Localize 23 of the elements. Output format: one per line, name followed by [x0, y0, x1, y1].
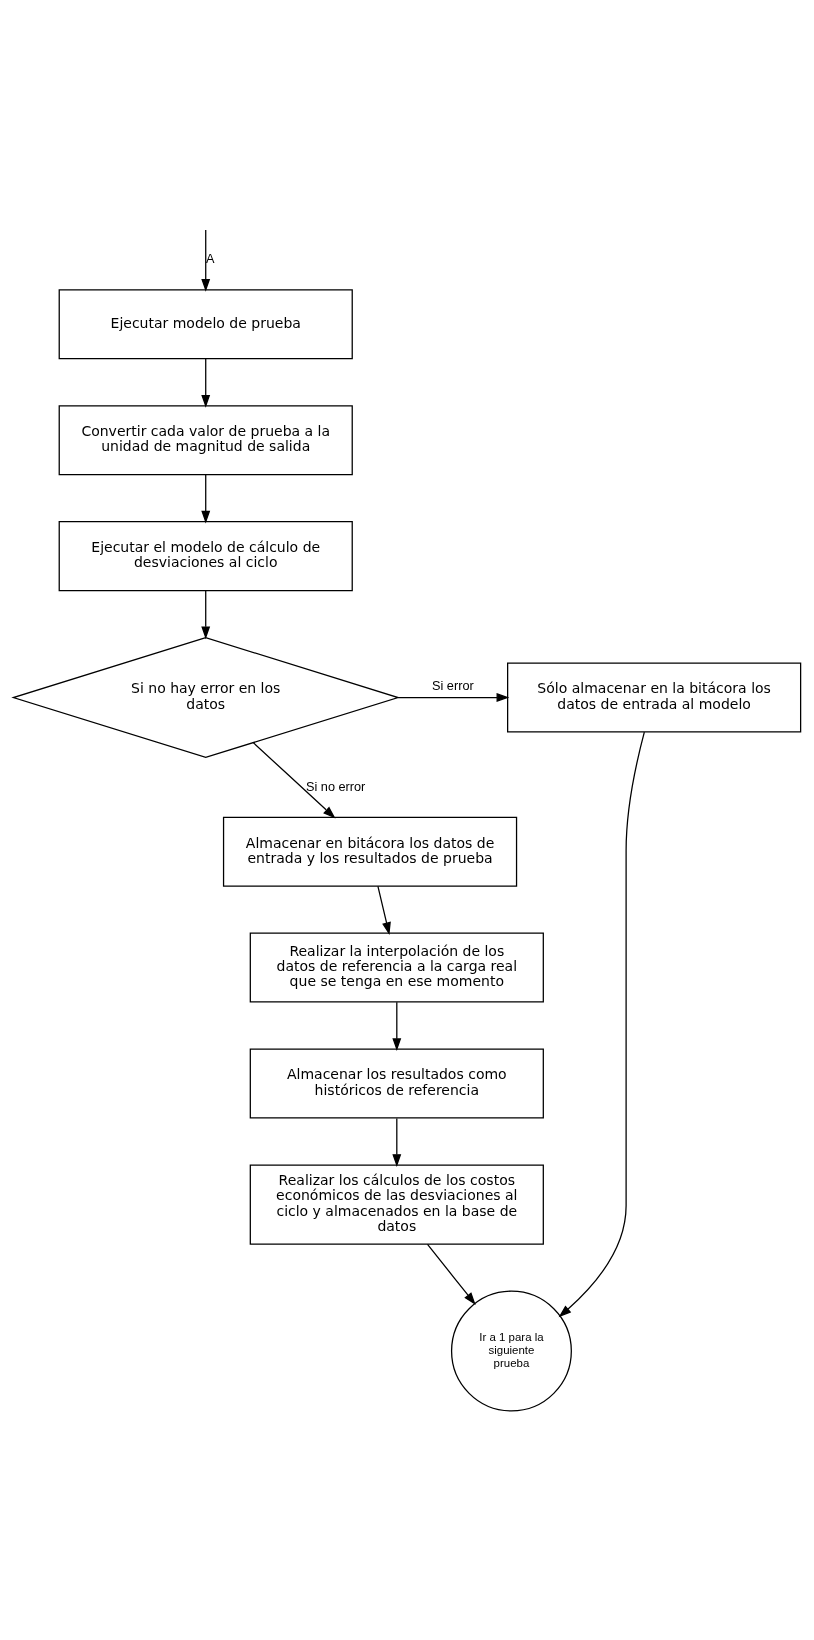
- node-box: Convertir cada valor de prueba a la unidad de magnitud de salida: [58, 405, 353, 476]
- edge-label: Si error: [432, 677, 474, 693]
- arrow: [201, 229, 211, 292]
- arrow: [426, 1243, 476, 1305]
- node-box: Realizar la interpolación de los datos de referencia a la carga real que se tenga en ese momento: [249, 932, 544, 1003]
- arrow: [201, 358, 211, 408]
- arrow: [392, 1117, 402, 1167]
- arrow: [201, 590, 211, 640]
- node-diamond: Si no hay error en los datos: [11, 637, 401, 759]
- arrow: [252, 742, 336, 819]
- node-box: Realizar los cálculos de los costos económicos de las desviaciones al ciclo y almacenados en la base de datos: [249, 1164, 544, 1245]
- arrow: [558, 731, 645, 1318]
- arrow: [201, 474, 211, 524]
- edge-label: A: [205, 251, 215, 267]
- arrow: [397, 693, 510, 702]
- node-box: Almacenar los resultados como históricos de referencia: [249, 1048, 544, 1119]
- node-box: Sólo almacenar en la bitácora los datos de entrada al modelo: [507, 662, 802, 733]
- arrow: [377, 885, 391, 936]
- node-box: Almacenar en bitácora los datos de entrada y los resultados de prueba: [222, 816, 518, 887]
- node-box: Ejecutar el modelo de cálculo de desviaciones al ciclo: [58, 521, 353, 592]
- node-box: Ejecutar modelo de prueba: [58, 289, 353, 360]
- edge-label: Si no error: [305, 778, 366, 794]
- arrow: [392, 1001, 402, 1051]
